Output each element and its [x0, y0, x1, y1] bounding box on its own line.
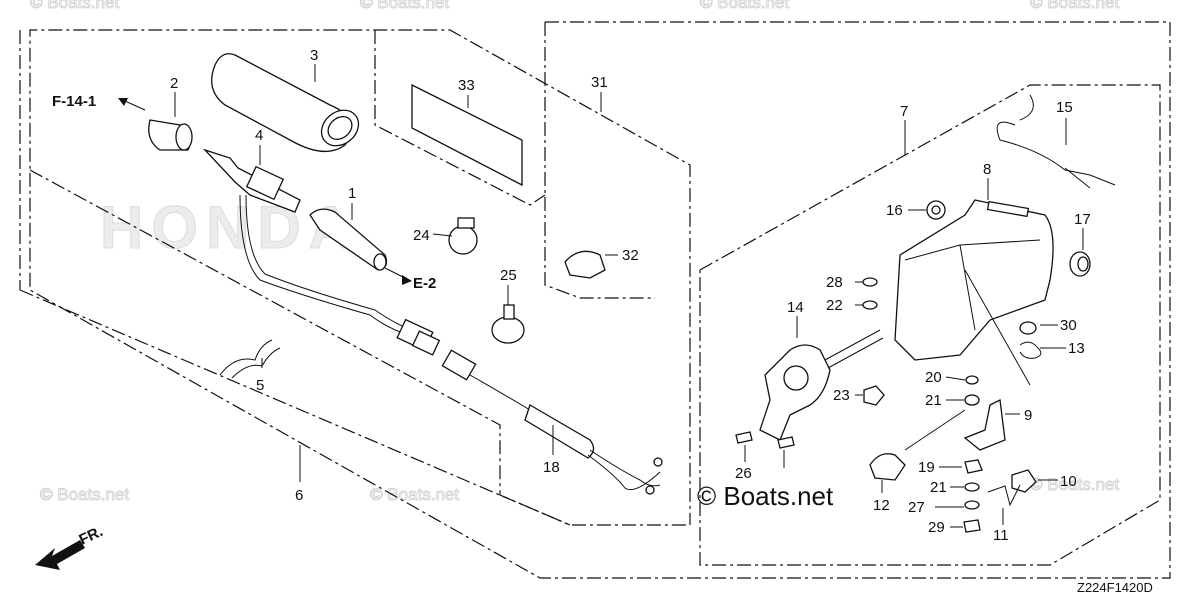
callout-8[interactable]: 8 — [983, 161, 991, 178]
group-7-boundary — [699, 84, 1161, 566]
part-3-sleeve[interactable] — [211, 53, 366, 153]
watermark-text: © Boats.net — [700, 0, 789, 12]
part-14-sensor[interactable] — [759, 329, 884, 441]
part-9-lever[interactable] — [963, 399, 1006, 451]
watermark-text: © Boats.net — [1030, 0, 1119, 12]
watermark-text: © Boats.net — [370, 485, 459, 504]
callout-27[interactable]: 27 — [908, 499, 925, 516]
callout-18[interactable]: 18 — [543, 459, 560, 476]
group-6-boundary — [19, 289, 690, 526]
group-33-boundary — [374, 30, 546, 206]
part-26-screw[interactable] — [735, 431, 753, 444]
part-13-spring[interactable] — [1019, 341, 1042, 359]
watermark-text: © Boats.net — [30, 0, 119, 12]
callout-26[interactable]: 26 — [735, 465, 752, 482]
callout-22[interactable]: 22 — [826, 297, 843, 314]
callout-11[interactable]: 11 — [993, 527, 1009, 544]
callout-4[interactable]: 4 — [255, 127, 263, 144]
ref-e2-arrow — [384, 267, 412, 285]
callout-15[interactable]: 15 — [1056, 99, 1073, 116]
callout-7[interactable]: 7 — [900, 103, 908, 120]
part-25-clamp[interactable] — [491, 304, 525, 344]
callout-28[interactable]: 28 — [826, 274, 843, 291]
callout-32[interactable]: 32 — [622, 247, 639, 264]
callout-2[interactable]: 2 — [170, 75, 178, 92]
callout-5[interactable]: 5 — [256, 377, 264, 394]
callout-24[interactable]: 24 — [413, 227, 430, 244]
part-10-joint[interactable] — [1011, 469, 1037, 493]
direction-label: FR. — [77, 523, 106, 549]
callout-19[interactable]: 19 — [918, 459, 935, 476]
watermark-text: © Boats.net — [360, 0, 449, 12]
callout-31[interactable]: 31 — [591, 74, 608, 91]
group-31-boundary — [544, 22, 655, 299]
callout-29[interactable]: 29 — [928, 519, 945, 536]
callout-17[interactable]: 17 — [1074, 211, 1091, 228]
part-12-link[interactable] — [869, 453, 906, 481]
part-30-nut[interactable] — [1019, 321, 1037, 335]
arrow-down-left-icon — [35, 540, 85, 570]
part-28-washer[interactable] — [862, 277, 878, 287]
callout-3[interactable]: 3 — [310, 47, 318, 64]
callout-20[interactable]: 20 — [925, 369, 942, 386]
part-4-sensor-harness[interactable] — [202, 148, 441, 356]
watermark-layer: © Boats.net © Boats.net © Boats.net © Bo… — [30, 0, 1120, 505]
callout-13[interactable]: 13 — [1068, 340, 1085, 357]
part-5-wire-clip[interactable] — [219, 339, 281, 379]
callout-1[interactable]: 1 — [348, 185, 356, 202]
watermark-text: © Boats.net — [40, 485, 129, 504]
part-22-washer[interactable] — [862, 300, 878, 310]
part-15-wire[interactable] — [996, 94, 1116, 189]
part-11-rod[interactable] — [987, 484, 1021, 507]
drawing-code: Z224F1420D — [1077, 580, 1153, 595]
ref-label-e2: E-2 — [413, 275, 436, 292]
direction-arrow: FR. — [35, 523, 106, 570]
callout-21a[interactable]: 21 — [925, 392, 942, 409]
part-21-washer[interactable] — [964, 394, 980, 406]
part-16-grommet[interactable] — [926, 200, 946, 220]
outer-boundary — [29, 21, 1171, 579]
group-18-boundary — [29, 169, 571, 526]
callout-21b[interactable]: 21 — [930, 479, 947, 496]
part-26b-screw[interactable] — [777, 436, 795, 449]
part-2-short-sleeve[interactable] — [148, 119, 193, 151]
part-27-washer[interactable] — [964, 500, 980, 510]
callout-10[interactable]: 10 — [1060, 473, 1077, 490]
part-19-nut[interactable] — [964, 459, 983, 474]
callout-30[interactable]: 30 — [1060, 317, 1077, 334]
callout-6[interactable]: 6 — [295, 487, 303, 504]
part-33-label[interactable] — [411, 83, 523, 187]
part-8-bracket[interactable] — [894, 199, 1054, 361]
part-24-clamp[interactable] — [448, 217, 478, 255]
part-29-nut[interactable] — [963, 519, 981, 533]
callout-16[interactable]: 16 — [886, 202, 903, 219]
leader-lines — [174, 64, 1084, 528]
part-17-grommet[interactable] — [1069, 251, 1091, 277]
part-1-hose[interactable] — [309, 208, 388, 271]
callout-12[interactable]: 12 — [873, 497, 890, 514]
callout-23[interactable]: 23 — [833, 387, 850, 404]
part-20-washer[interactable] — [965, 375, 979, 385]
part-21b-washer[interactable] — [964, 482, 980, 492]
ref-f14-arrow — [118, 98, 146, 111]
brand-watermark: HONDA — [100, 194, 360, 261]
part-23-nut[interactable] — [863, 385, 885, 406]
part-18-harness[interactable] — [441, 349, 663, 495]
callouts: 1 2 3 4 5 6 7 8 9 10 11 12 13 14 15 16 1… — [170, 47, 1091, 544]
callout-33[interactable]: 33 — [458, 77, 475, 94]
callout-25[interactable]: 25 — [500, 267, 517, 284]
ref-label-f14: F-14-1 — [52, 93, 96, 110]
callout-9[interactable]: 9 — [1024, 407, 1032, 424]
part-32-clip[interactable] — [564, 250, 606, 279]
callout-14[interactable]: 14 — [787, 299, 804, 316]
center-watermark: © Boats.net — [697, 481, 834, 511]
